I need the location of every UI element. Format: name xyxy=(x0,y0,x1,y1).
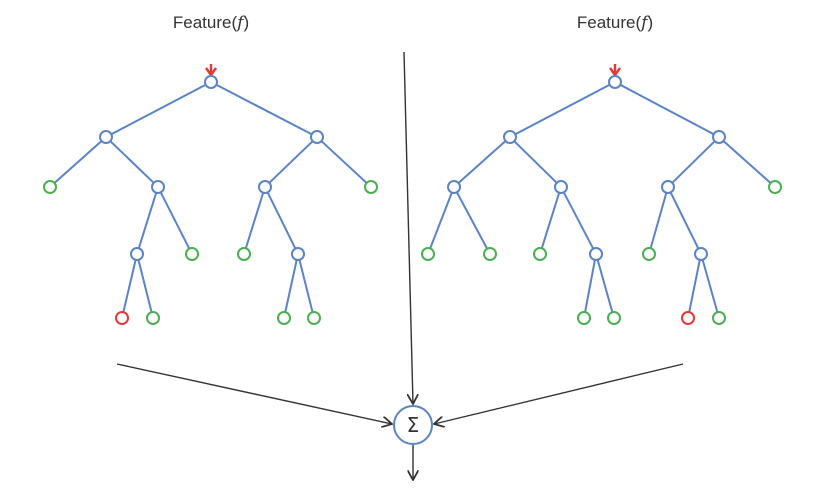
decision-node xyxy=(99,130,113,144)
tree-edge xyxy=(688,259,701,313)
decision-node xyxy=(694,247,708,261)
decision-node xyxy=(589,247,603,261)
aggregate-arrow-right xyxy=(434,363,684,424)
tree-edge xyxy=(429,192,453,249)
tree-edge xyxy=(53,140,103,184)
tree-edge xyxy=(320,140,368,184)
tree-2-input-label: Feature(f) xyxy=(577,13,653,33)
tree-edge xyxy=(596,259,614,313)
leaf-node xyxy=(146,311,160,325)
tree-edge xyxy=(110,83,207,136)
sum-symbol: Σ xyxy=(407,413,420,437)
leaf-node xyxy=(768,180,782,194)
tree-edge xyxy=(244,192,265,249)
tree-edge xyxy=(159,191,191,250)
decision-node xyxy=(151,180,165,194)
feature-input-arrow-icon xyxy=(205,64,217,78)
tree-edge xyxy=(671,140,716,184)
tree-edge xyxy=(722,140,772,184)
tree-edge xyxy=(584,259,596,313)
tree-edge xyxy=(540,192,561,249)
tree-1-input-label: Feature(f) xyxy=(173,13,249,33)
leaf-node xyxy=(483,247,497,261)
aggregate-arrow-vertical xyxy=(403,51,413,404)
leaf-node xyxy=(577,311,591,325)
leaf-node xyxy=(607,311,621,325)
decision-node xyxy=(258,180,272,194)
decision-node xyxy=(608,75,622,89)
decision-node xyxy=(712,130,726,144)
aggregate-arrow-left xyxy=(116,363,392,424)
tree-edge xyxy=(266,191,297,250)
leaf-node xyxy=(277,311,291,325)
selected-leaf-node xyxy=(115,311,129,325)
tree-edge xyxy=(298,259,314,313)
leaf-node xyxy=(237,247,251,261)
selected-leaf-node xyxy=(681,311,695,325)
tree-edge xyxy=(137,192,158,249)
decision-node xyxy=(503,130,517,144)
leaf-node xyxy=(43,180,57,194)
decision-node xyxy=(130,247,144,261)
leaf-node xyxy=(185,247,199,261)
leaf-node xyxy=(421,247,435,261)
tree-2 xyxy=(421,64,782,325)
feature-input-arrow-icon xyxy=(609,64,621,78)
tree-edge xyxy=(669,191,700,250)
tree-edge xyxy=(457,140,507,184)
decision-node xyxy=(554,180,568,194)
leaf-node xyxy=(307,311,321,325)
tree-edge xyxy=(122,259,137,313)
tree-edge xyxy=(701,259,719,313)
tree-edge xyxy=(109,140,155,184)
tree-1 xyxy=(43,64,378,325)
tree-edge xyxy=(284,259,298,313)
leaf-node xyxy=(642,247,656,261)
leaf-node xyxy=(533,247,547,261)
decision-node xyxy=(291,247,305,261)
tree-edge xyxy=(619,83,715,136)
leaf-node xyxy=(364,180,378,194)
decision-node xyxy=(310,130,324,144)
tree-edge xyxy=(268,140,314,184)
tree-edge xyxy=(649,192,668,249)
decision-node xyxy=(447,180,461,194)
decision-node xyxy=(204,75,218,89)
tree-edge xyxy=(455,191,489,250)
sum-node xyxy=(393,405,433,445)
leaf-node xyxy=(712,311,726,325)
tree-edge xyxy=(513,140,558,184)
tree-edge xyxy=(562,191,595,250)
tree-edge xyxy=(514,83,611,136)
tree-edge xyxy=(215,83,313,136)
tree-edge xyxy=(137,259,153,313)
decision-node xyxy=(661,180,675,194)
